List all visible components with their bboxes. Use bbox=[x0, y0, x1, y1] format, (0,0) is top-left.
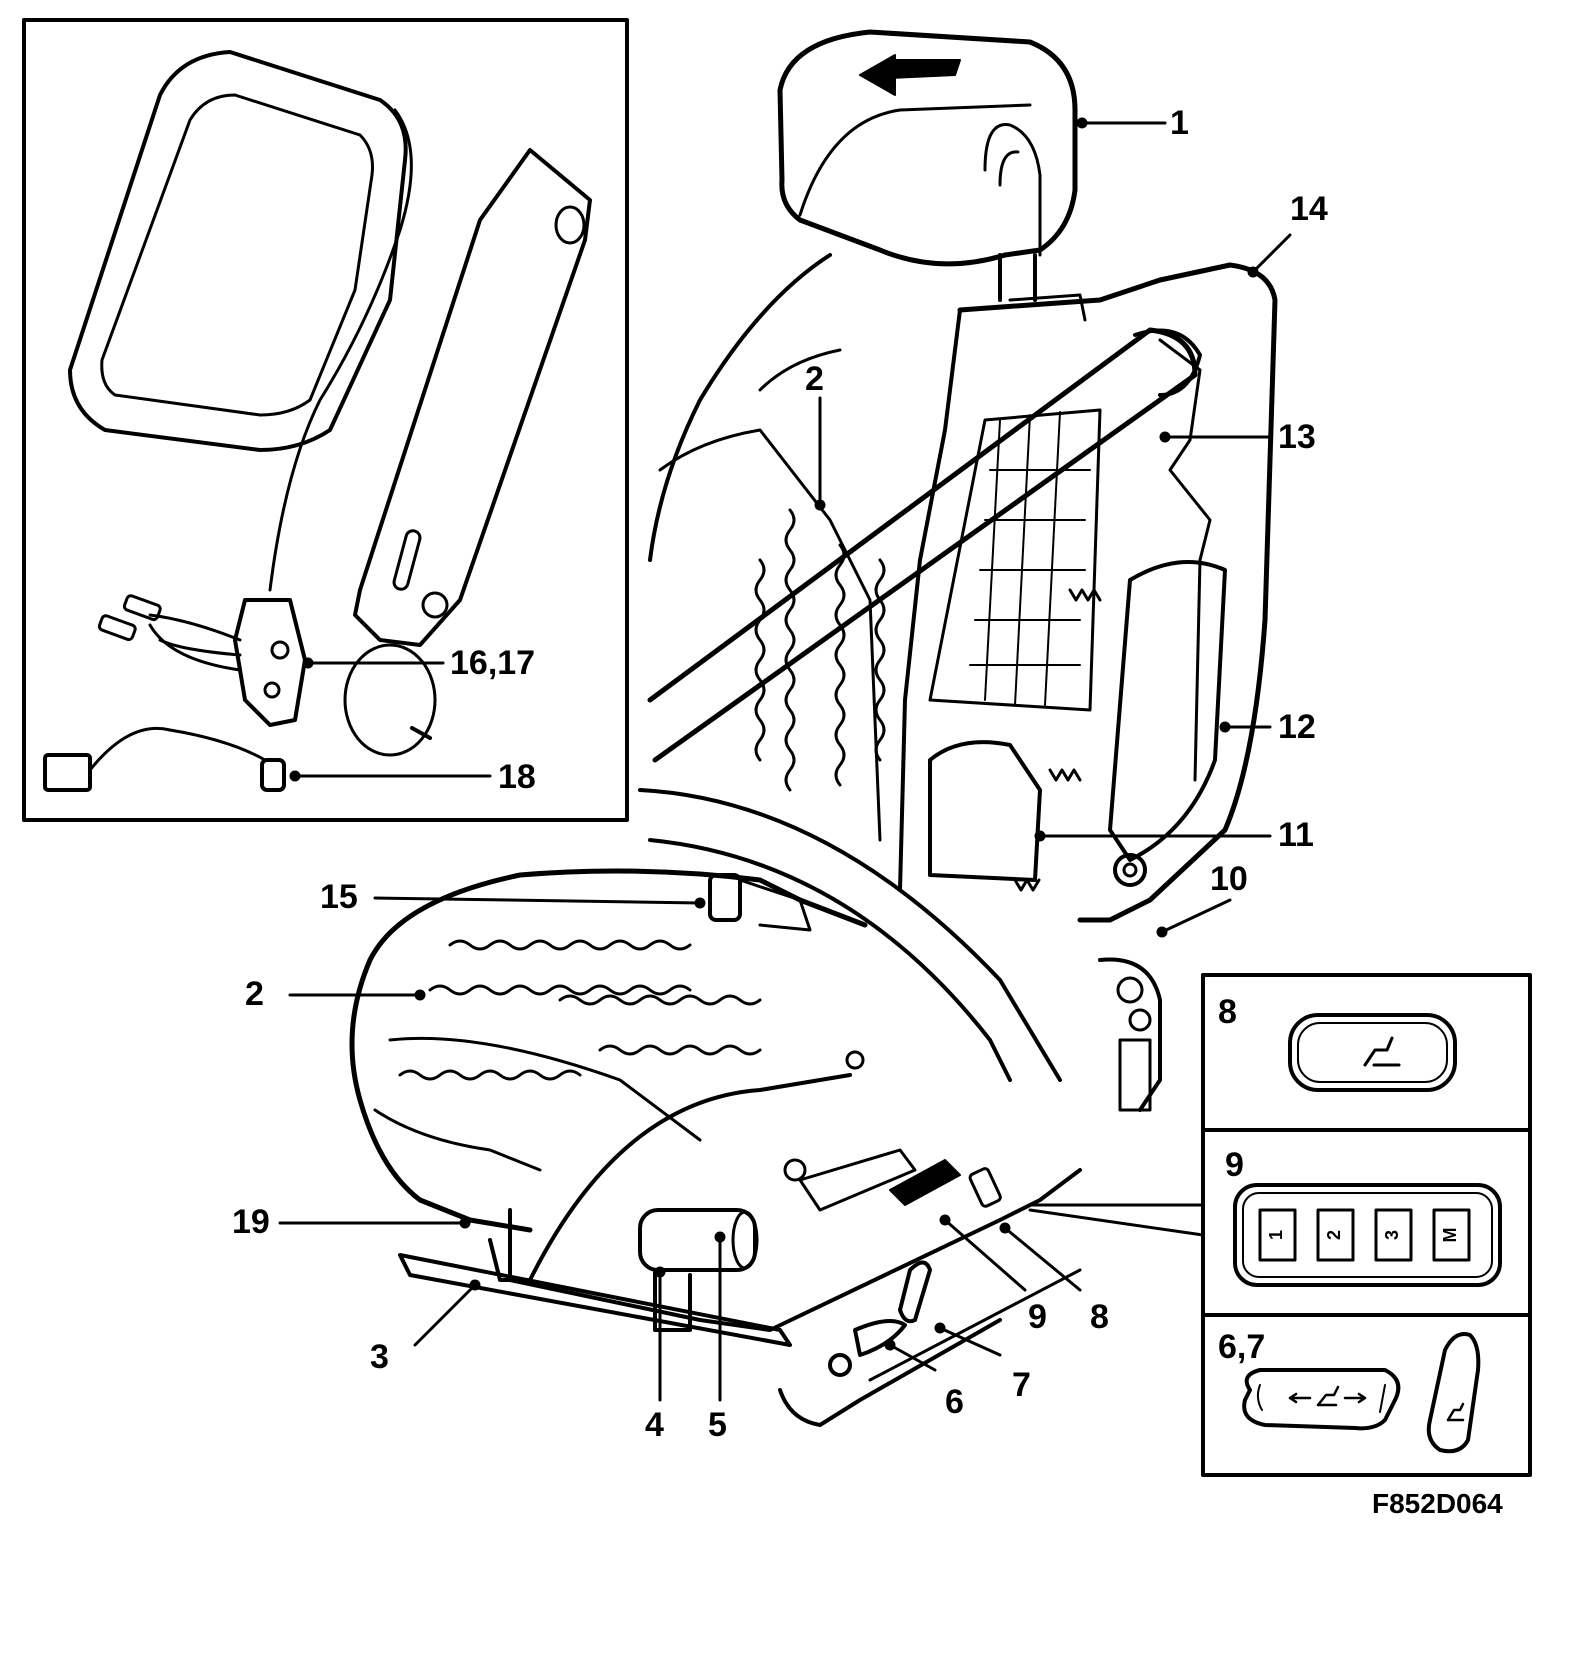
inset-backrest-frame bbox=[22, 18, 629, 822]
memory-button-1-label: 1 bbox=[1266, 1230, 1286, 1240]
callout-3: 3 bbox=[370, 1338, 389, 1376]
memory-button-2[interactable] bbox=[1316, 1208, 1355, 1262]
callout-18: 18 bbox=[498, 758, 536, 796]
memory-button-1[interactable] bbox=[1258, 1208, 1297, 1262]
memory-button-3[interactable] bbox=[1374, 1208, 1413, 1262]
memory-button-2-label: 2 bbox=[1324, 1230, 1344, 1240]
callout-1: 1 bbox=[1170, 104, 1189, 142]
panel-8-label: 8 bbox=[1218, 993, 1237, 1031]
headrest bbox=[777, 29, 1087, 322]
callout-12: 12 bbox=[1278, 708, 1316, 746]
memory-button-3-label: 3 bbox=[1382, 1230, 1402, 1240]
callout-11: 11 bbox=[1278, 816, 1314, 854]
seat-cushion bbox=[349, 788, 1162, 1427]
callout-10: 10 bbox=[1210, 860, 1248, 898]
callout-9: 9 bbox=[1028, 1298, 1047, 1336]
callout-19: 19 bbox=[232, 1203, 270, 1241]
callout-5: 5 bbox=[708, 1406, 727, 1444]
panel-6-7-label: 6,7 bbox=[1218, 1328, 1266, 1366]
callout-13: 13 bbox=[1278, 418, 1316, 456]
memory-buttons: 1 2 3 M bbox=[1258, 1208, 1471, 1262]
callout-15: 15 bbox=[320, 878, 358, 916]
callout-6: 6 bbox=[945, 1383, 964, 1421]
callout-8: 8 bbox=[1090, 1298, 1109, 1336]
callout-16-17: 16,17 bbox=[450, 644, 536, 682]
memory-button-m[interactable] bbox=[1432, 1208, 1471, 1262]
leader-lines bbox=[278, 117, 1292, 1402]
callout-14: 14 bbox=[1290, 190, 1328, 228]
panel-9-label: 9 bbox=[1225, 1146, 1244, 1184]
callout-4: 4 bbox=[645, 1406, 664, 1444]
backrest bbox=[647, 253, 1278, 923]
figure-code: F852D064 bbox=[1372, 1488, 1503, 1519]
memory-button-m-label: M bbox=[1440, 1228, 1460, 1243]
callout-7: 7 bbox=[1012, 1366, 1031, 1404]
callout-2-seat: 2 bbox=[245, 975, 264, 1013]
switch-panels: 1 2 3 M bbox=[1201, 973, 1532, 1477]
callout-2-backrest: 2 bbox=[805, 360, 824, 398]
